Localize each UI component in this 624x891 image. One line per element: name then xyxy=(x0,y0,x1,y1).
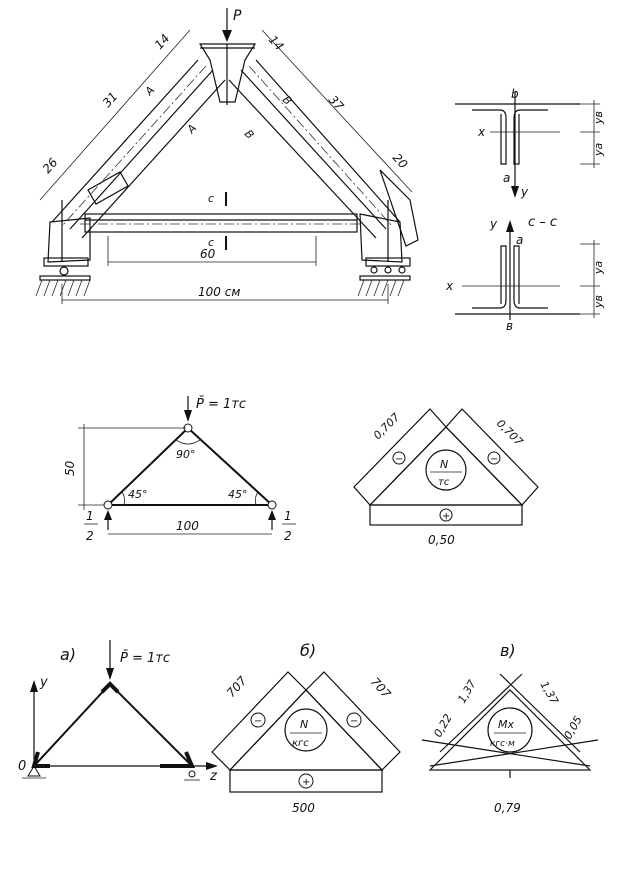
n-bottom-value: 0,50 xyxy=(428,533,455,547)
cc-axis-x: x xyxy=(445,279,454,293)
scheme-load-label: P̄ = 1тс xyxy=(196,397,246,412)
section-aa-detail: x b a y yв ya xyxy=(455,87,605,199)
dim-37: 37 xyxy=(326,93,347,114)
nb-left-value: 707 xyxy=(224,673,250,700)
angle-top: 90° xyxy=(176,448,196,461)
reaction-right-num: 1 xyxy=(284,509,292,523)
aa-axis-y: y xyxy=(520,185,529,199)
sign-bottom-plus: + xyxy=(442,511,450,522)
scheme-triangle xyxy=(107,426,275,506)
scheme-height: 50 xyxy=(63,460,77,476)
axis-z-label: z xyxy=(209,769,218,784)
section-mark-c1: c xyxy=(208,192,214,205)
cc-title: c – c xyxy=(528,215,557,230)
right-rafter xyxy=(228,59,419,247)
sign-right-minus: − xyxy=(490,454,498,465)
dim-14-left: 14 xyxy=(152,31,173,52)
dim-20: 20 xyxy=(390,151,411,172)
angle-right: 45° xyxy=(228,488,248,501)
dimension-lines xyxy=(39,29,413,304)
sign-left-minus: − xyxy=(395,454,403,465)
aa-axis-x: x xyxy=(477,125,486,139)
section-mark-b1: B xyxy=(280,93,295,107)
n-unit-bottom: тс xyxy=(438,477,450,488)
right-support xyxy=(357,200,411,297)
m-bottom-value: 0,79 xyxy=(494,801,521,815)
origin-label: 0 xyxy=(18,759,26,774)
dim-31: 31 xyxy=(100,89,121,110)
a-triangle xyxy=(33,682,193,767)
reaction-right-den: 2 xyxy=(284,529,292,543)
n-unit-circle xyxy=(425,449,467,491)
n-left-value: 0,707 xyxy=(371,411,402,442)
scheme-a-figure: а) P̄ = 1тс y z 0 xyxy=(18,640,218,784)
truss-scheme-figure: P̄ = 1тс 90° 45° 45° 50 100 1 2 1 2 xyxy=(63,396,296,543)
cc-point-b: в xyxy=(506,319,513,333)
scheme-span: 100 xyxy=(176,519,199,533)
apex-gusset xyxy=(198,43,257,103)
m-value-022: 0,22 xyxy=(431,712,455,740)
section-mark-a1: A xyxy=(142,84,157,99)
nb-sign-bottom: + xyxy=(302,777,310,788)
label-b: б) xyxy=(300,641,316,660)
dim-14-right: 14 xyxy=(266,33,287,54)
section-mark-b2: B xyxy=(242,127,257,141)
nb-bottom-value: 500 xyxy=(292,801,315,815)
angle-left: 45° xyxy=(128,488,148,501)
m-unit-top: Mx xyxy=(498,718,514,731)
m-value-137-left: 1,37 xyxy=(455,678,479,706)
label-a: а) xyxy=(60,645,76,664)
truss-structure-figure: P xyxy=(35,8,419,304)
cc-yb: yв xyxy=(592,295,605,309)
bending-moment-diagram: в) Mx кгс·м 1,37 1,37 0,22 0,05 0,79 xyxy=(421,641,599,815)
dim-26: 26 xyxy=(40,155,61,176)
reaction-left-num: 1 xyxy=(86,509,94,523)
m-value-137-right: 1,37 xyxy=(537,679,561,707)
aa-point-a: a xyxy=(503,171,510,185)
dim-60: 60 xyxy=(200,247,216,261)
axial-force-diagram-tc: N тс − − + 0,707 0,707 0,50 xyxy=(353,408,539,547)
n-unit-top: N xyxy=(440,458,448,471)
aa-point-b: b xyxy=(511,87,519,101)
m-unit-bottom: кгс·м xyxy=(490,739,515,749)
nb-sign-left: − xyxy=(254,716,262,727)
cc-axis-y: y xyxy=(489,217,498,231)
dim-100-cm: 100 см xyxy=(198,285,240,299)
bottom-chord xyxy=(80,213,362,233)
a-load-label: P̄ = 1тс xyxy=(120,651,170,666)
n-right-value: 0,707 xyxy=(494,417,525,448)
axial-force-diagram-kgf: б) N кгс − − + 707 707 500 xyxy=(211,641,401,815)
axis-y-label: y xyxy=(39,675,48,690)
nb-sign-right: − xyxy=(350,716,358,727)
section-mark-c2: c xyxy=(208,236,214,249)
aa-ya: ya xyxy=(592,142,605,157)
cc-ya: ya xyxy=(592,260,605,275)
section-cc-detail: c – c y a x в ya yв xyxy=(445,215,605,333)
load-label: P xyxy=(233,8,242,24)
load-arrowhead xyxy=(222,30,232,42)
left-rafter xyxy=(51,59,226,239)
label-v: в) xyxy=(500,641,516,660)
section-mark-a2: A xyxy=(184,122,199,137)
nb-right-value: 707 xyxy=(368,675,394,702)
nb-unit-top: N xyxy=(300,718,308,731)
reaction-left-den: 2 xyxy=(86,529,94,543)
nb-unit-bottom: кгс xyxy=(292,738,309,749)
cc-point-a: a xyxy=(516,233,523,247)
aa-yb: yв xyxy=(592,111,605,125)
m-value-005: 0,05 xyxy=(561,714,585,742)
left-support xyxy=(35,200,91,297)
